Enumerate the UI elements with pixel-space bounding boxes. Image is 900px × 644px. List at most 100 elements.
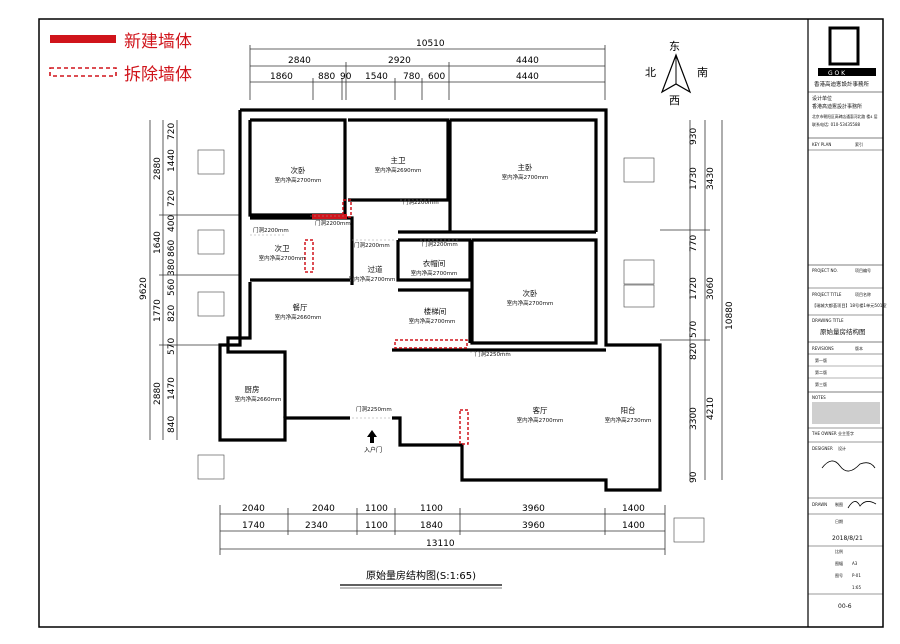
compass-south: 南	[697, 66, 708, 79]
dim-left-i1: 1440	[167, 149, 177, 172]
room-name-bedroom2-b: 次卧	[523, 288, 538, 298]
project-title-cn: 项目名称	[855, 291, 871, 297]
dim-bot-r1-0: 2040	[242, 504, 265, 514]
demolish-wall-3	[394, 339, 468, 349]
revision-row: 第二版	[815, 369, 827, 375]
dim-top-r1-2: 4440	[516, 56, 539, 66]
dim-left-i6: 560	[167, 279, 177, 296]
project-title: 【瑞城大都荟项目】18号楼1单元501室	[812, 302, 887, 309]
room-labels: 次卧 室内净高2700mm 主卫 室内净高2690mm 主卧 室内净高2700m…	[235, 155, 652, 424]
dim-bot-r2-2: 1100	[365, 521, 388, 531]
dim-right-i1: 1730	[689, 167, 699, 190]
room-height-bath-master: 室内净高2690mm	[375, 166, 422, 174]
room-height-bath2: 室内净高2700mm	[259, 254, 306, 262]
dimensions-bottom: 2040 2040 1100 1100 3960 1400 1740 2340 …	[219, 504, 666, 555]
dim-bot-total: 13110	[426, 539, 455, 549]
dim-left-o1: 1640	[153, 231, 163, 254]
drawing-title: 原始量房结构图(S:1:65)	[366, 569, 476, 582]
door-label: 门洞2200mm	[354, 241, 390, 249]
legend-new-wall-swatch	[50, 35, 116, 43]
notes-block	[812, 402, 880, 424]
drawing-name: 原始量房结构图	[820, 327, 866, 336]
dim-bot-r1-5: 1400	[622, 504, 645, 514]
owner-label: THE OWNER	[811, 431, 837, 436]
drawn-cn: 制图	[835, 501, 843, 507]
dim-left-i0: 720	[167, 123, 177, 140]
dim-right-o1: 3060	[706, 277, 716, 300]
sheet-border	[38, 18, 884, 628]
room-height-closet: 室内净高2700mm	[411, 269, 458, 277]
entrance-marker: 入户门	[364, 430, 382, 454]
project-title-label: PROJECT TITLE	[812, 292, 842, 297]
firm-name: 香港高迪愙設計事務所	[814, 80, 870, 88]
dimensions-top: 10510 2840 2920 4440 1860 880 90 1540 78…	[249, 39, 606, 100]
drawing-no: P-01	[852, 573, 861, 578]
revisions-cn: 版本	[855, 345, 863, 351]
dim-top-r2-5: 600	[428, 72, 445, 82]
new-walls	[312, 214, 347, 219]
dim-left-i8: 570	[167, 338, 177, 355]
room-name-corridor: 过道	[368, 264, 383, 274]
dim-left-i4: 860	[167, 240, 177, 257]
room-name-bedroom2-a: 次卧	[291, 165, 306, 175]
room-name-living: 客厅	[533, 405, 548, 415]
door-label: 门洞2200mm	[315, 219, 351, 227]
door-label: 门洞2250mm	[475, 350, 511, 358]
dim-left-o3: 2880	[153, 382, 163, 405]
dim-top-r2-3: 1540	[365, 72, 388, 82]
designer-label: DESIGNER	[812, 446, 833, 451]
dim-right-i6: 3300	[689, 407, 699, 430]
date: 2018/8/21	[832, 535, 863, 542]
demolish-wall-1	[342, 199, 352, 218]
dim-right-i3: 1720	[689, 277, 699, 300]
room-height-bedroom2-a: 室内净高2700mm	[275, 176, 322, 184]
window-markers	[197, 149, 705, 543]
scale-value: 1:65	[852, 585, 861, 590]
revision-row: 第一版	[815, 357, 827, 363]
designer-cn: 设计	[838, 445, 846, 451]
compass: 东 北 南 西	[645, 40, 708, 107]
designer-signature-icon	[821, 460, 876, 472]
sheet-no: 00-6	[838, 603, 852, 610]
door-openings	[250, 199, 510, 419]
sheet-label: 图幅	[835, 560, 843, 566]
room-name-bath2: 次卫	[275, 243, 290, 253]
dim-left-i5: 380	[167, 259, 177, 276]
dim-bot-r1-1: 2040	[312, 504, 335, 514]
entrance-label: 入户门	[364, 446, 382, 454]
notes-label: NOTES	[812, 395, 826, 400]
dim-bot-r2-5: 1400	[622, 521, 645, 531]
dim-right-i2: 770	[689, 235, 699, 252]
dim-left-total: 9620	[139, 277, 149, 300]
dim-left-i9: 1470	[167, 377, 177, 400]
room-height-bedroom-master: 室内净高2700mm	[502, 173, 549, 181]
dim-left-o0: 2880	[153, 157, 163, 180]
sheet-value: A3	[852, 561, 858, 566]
room-height-living: 室内净高2700mm	[517, 416, 564, 424]
door-label: 门洞2200mm	[403, 198, 439, 206]
room-name-balcony: 阳台	[621, 405, 636, 415]
door-label: 门洞2200mm	[253, 226, 289, 234]
compass-north: 北	[645, 66, 656, 79]
room-height-bedroom2-b: 室内净高2700mm	[507, 299, 554, 307]
phone: 联系电话: 010-53435588	[812, 121, 861, 127]
project-no-cn: 项目编号	[855, 267, 871, 273]
dim-left-o2: 1770	[153, 299, 163, 322]
demolish-wall-4	[459, 409, 469, 445]
demolished-walls	[304, 199, 469, 445]
dim-top-r1-1: 2920	[388, 56, 411, 66]
legend: 新建墙体 拆除墙体	[49, 32, 192, 85]
design-unit: 香港高迪愙設計事務所	[812, 103, 862, 110]
dim-top-r2-2: 90	[340, 72, 352, 82]
new-wall-segment	[312, 214, 347, 219]
key-plan-label: KEY PLAN	[812, 142, 831, 147]
dim-right-i4: 570	[689, 321, 699, 338]
room-name-closet: 衣帽间	[423, 258, 446, 268]
dim-top-r1-0: 2840	[288, 56, 311, 66]
dim-top-r2-0: 1860	[270, 72, 293, 82]
dim-right-o2: 4210	[706, 397, 716, 420]
entrance-arrow-icon	[367, 430, 377, 443]
dim-bot-r1-2: 1100	[365, 504, 388, 514]
